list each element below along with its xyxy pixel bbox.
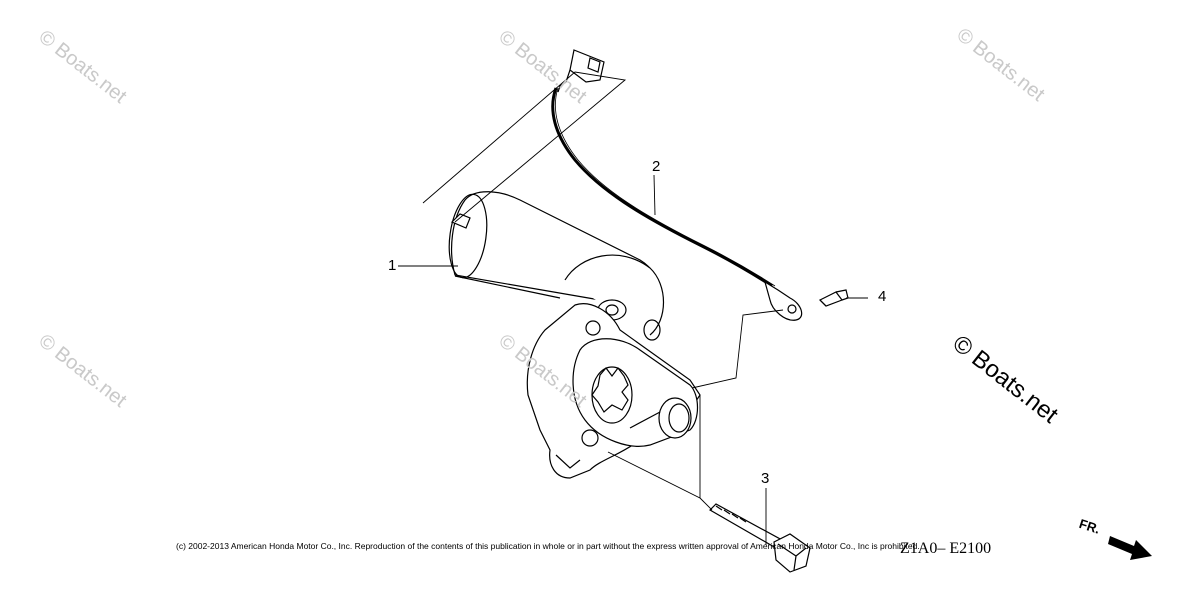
- callout-4: 4: [878, 288, 887, 305]
- callout-1: 1: [388, 257, 397, 274]
- terminal-nut[interactable]: [818, 289, 849, 307]
- callout-2: 2: [652, 158, 661, 175]
- copyright-notice: (c) 2002-2013 American Honda Motor Co., …: [176, 541, 920, 551]
- starter-motor[interactable]: [444, 191, 701, 479]
- starter-cable[interactable]: [551, 49, 803, 321]
- flange-bolt[interactable]: [709, 503, 811, 573]
- callout-3: 3: [761, 470, 770, 487]
- leader-lines: [398, 71, 868, 545]
- diagram-code: Z1A0– E2100: [900, 540, 992, 557]
- front-arrow-icon: [1108, 536, 1152, 560]
